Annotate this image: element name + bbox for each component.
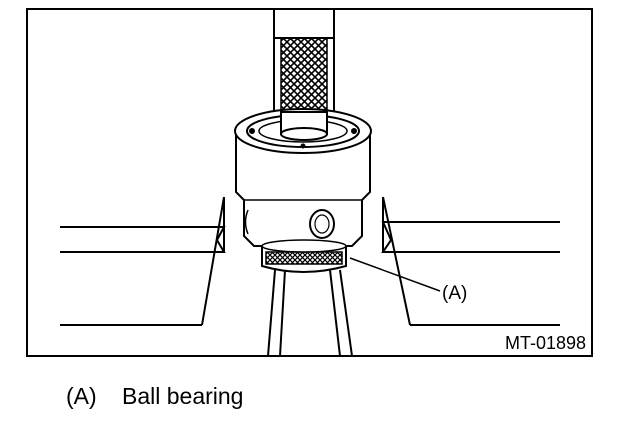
base-plate [60,196,560,326]
figure-id: MT-01898 [505,333,586,353]
housing-body [235,131,371,247]
ball-bearing [261,239,347,273]
legend-label: Ball bearing [122,383,244,409]
legend: (A) Ball bearing [66,383,243,410]
callout-label: (A) [442,283,467,304]
legend-key: (A) [66,383,97,409]
support-block [267,269,353,357]
callout-leader [349,257,441,292]
